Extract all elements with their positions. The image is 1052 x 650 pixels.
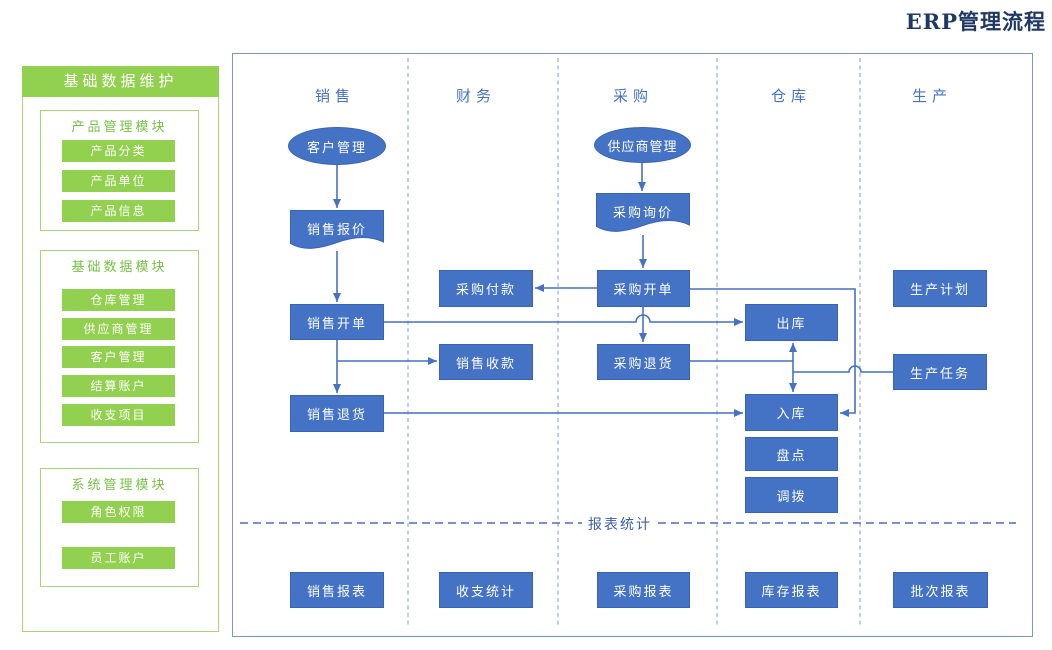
sidebar-item-supplier-mgmt[interactable]: 供应商管理 bbox=[62, 318, 175, 340]
lane-header-production: 生产 bbox=[911, 88, 952, 105]
node-inbound[interactable]: 入库 bbox=[745, 394, 838, 431]
node-purchase-order[interactable]: 采购开单 bbox=[597, 270, 690, 307]
sidebar-item-product-category[interactable]: 产品分类 bbox=[62, 140, 175, 162]
node-sales-report[interactable]: 销售报表 bbox=[290, 572, 384, 608]
sidebar-item-product-unit[interactable]: 产品单位 bbox=[62, 170, 175, 192]
sidebar-item-warehouse-mgmt[interactable]: 仓库管理 bbox=[62, 289, 175, 311]
node-customer-mgmt[interactable]: 客户管理 bbox=[288, 127, 386, 165]
sidebar-section-title: 产品管理模块 bbox=[71, 119, 168, 134]
node-sales-receipt[interactable]: 销售收款 bbox=[439, 344, 533, 380]
sidebar-item-income-expense-item[interactable]: 收支项目 bbox=[62, 404, 175, 426]
page-title: ERP管理流程 bbox=[905, 9, 1046, 34]
node-supplier-mgmt[interactable]: 供应商管理 bbox=[594, 127, 691, 163]
lane-header-finance: 财务 bbox=[455, 88, 496, 105]
sidebar-section-system-mgmt: 系统管理模块 角色权限 员工账户 bbox=[40, 468, 199, 587]
node-label: 销售报价 bbox=[306, 222, 367, 237]
sidebar-section-title: 系统管理模块 bbox=[71, 477, 168, 492]
sidebar-section-title: 基础数据模块 bbox=[71, 259, 168, 274]
sidebar-item-settlement-account[interactable]: 结算账户 bbox=[62, 375, 175, 397]
sidebar-header: 基础数据维护 bbox=[22, 66, 219, 97]
node-purchase-return[interactable]: 采购退货 bbox=[597, 344, 690, 380]
report-divider-label: 报表统计 bbox=[588, 516, 652, 532]
node-sales-quote[interactable]: 销售报价 bbox=[290, 210, 384, 254]
document-shape bbox=[290, 210, 384, 249]
node-purchase-inquiry[interactable]: 采购询价 bbox=[596, 193, 690, 237]
document-shape bbox=[596, 193, 690, 232]
sidebar-item-customer-mgmt[interactable]: 客户管理 bbox=[62, 346, 175, 368]
node-production-task[interactable]: 生产任务 bbox=[893, 354, 987, 390]
node-production-plan[interactable]: 生产计划 bbox=[893, 270, 987, 307]
lane-header-warehouse: 仓库 bbox=[770, 88, 811, 105]
node-transfer[interactable]: 调拨 bbox=[745, 477, 838, 513]
sidebar-section-basic-data: 基础数据模块 仓库管理 供应商管理 客户管理 结算账户 收支项目 bbox=[40, 250, 199, 443]
node-income-expense-stats[interactable]: 收支统计 bbox=[439, 572, 533, 608]
node-label: 采购询价 bbox=[612, 205, 673, 220]
node-batch-report[interactable]: 批次报表 bbox=[893, 572, 988, 608]
node-purchase-payment[interactable]: 采购付款 bbox=[439, 270, 533, 307]
node-sales-order[interactable]: 销售开单 bbox=[290, 304, 384, 340]
sidebar-item-product-info[interactable]: 产品信息 bbox=[62, 200, 175, 222]
flow-container-border bbox=[232, 53, 1033, 637]
lane-header-purchase: 采购 bbox=[612, 88, 653, 105]
lane-header-sales: 销售 bbox=[314, 88, 355, 105]
node-outbound[interactable]: 出库 bbox=[745, 304, 838, 341]
node-stocktake[interactable]: 盘点 bbox=[745, 437, 838, 471]
node-inventory-report[interactable]: 库存报表 bbox=[745, 572, 838, 608]
sidebar-item-employee-account[interactable]: 员工账户 bbox=[62, 547, 175, 569]
sidebar-item-role-permission[interactable]: 角色权限 bbox=[62, 501, 175, 523]
node-purchase-report[interactable]: 采购报表 bbox=[597, 572, 690, 608]
node-sales-return[interactable]: 销售退货 bbox=[290, 395, 384, 432]
sidebar-section-product-mgmt: 产品管理模块 产品分类 产品单位 产品信息 bbox=[40, 110, 199, 231]
